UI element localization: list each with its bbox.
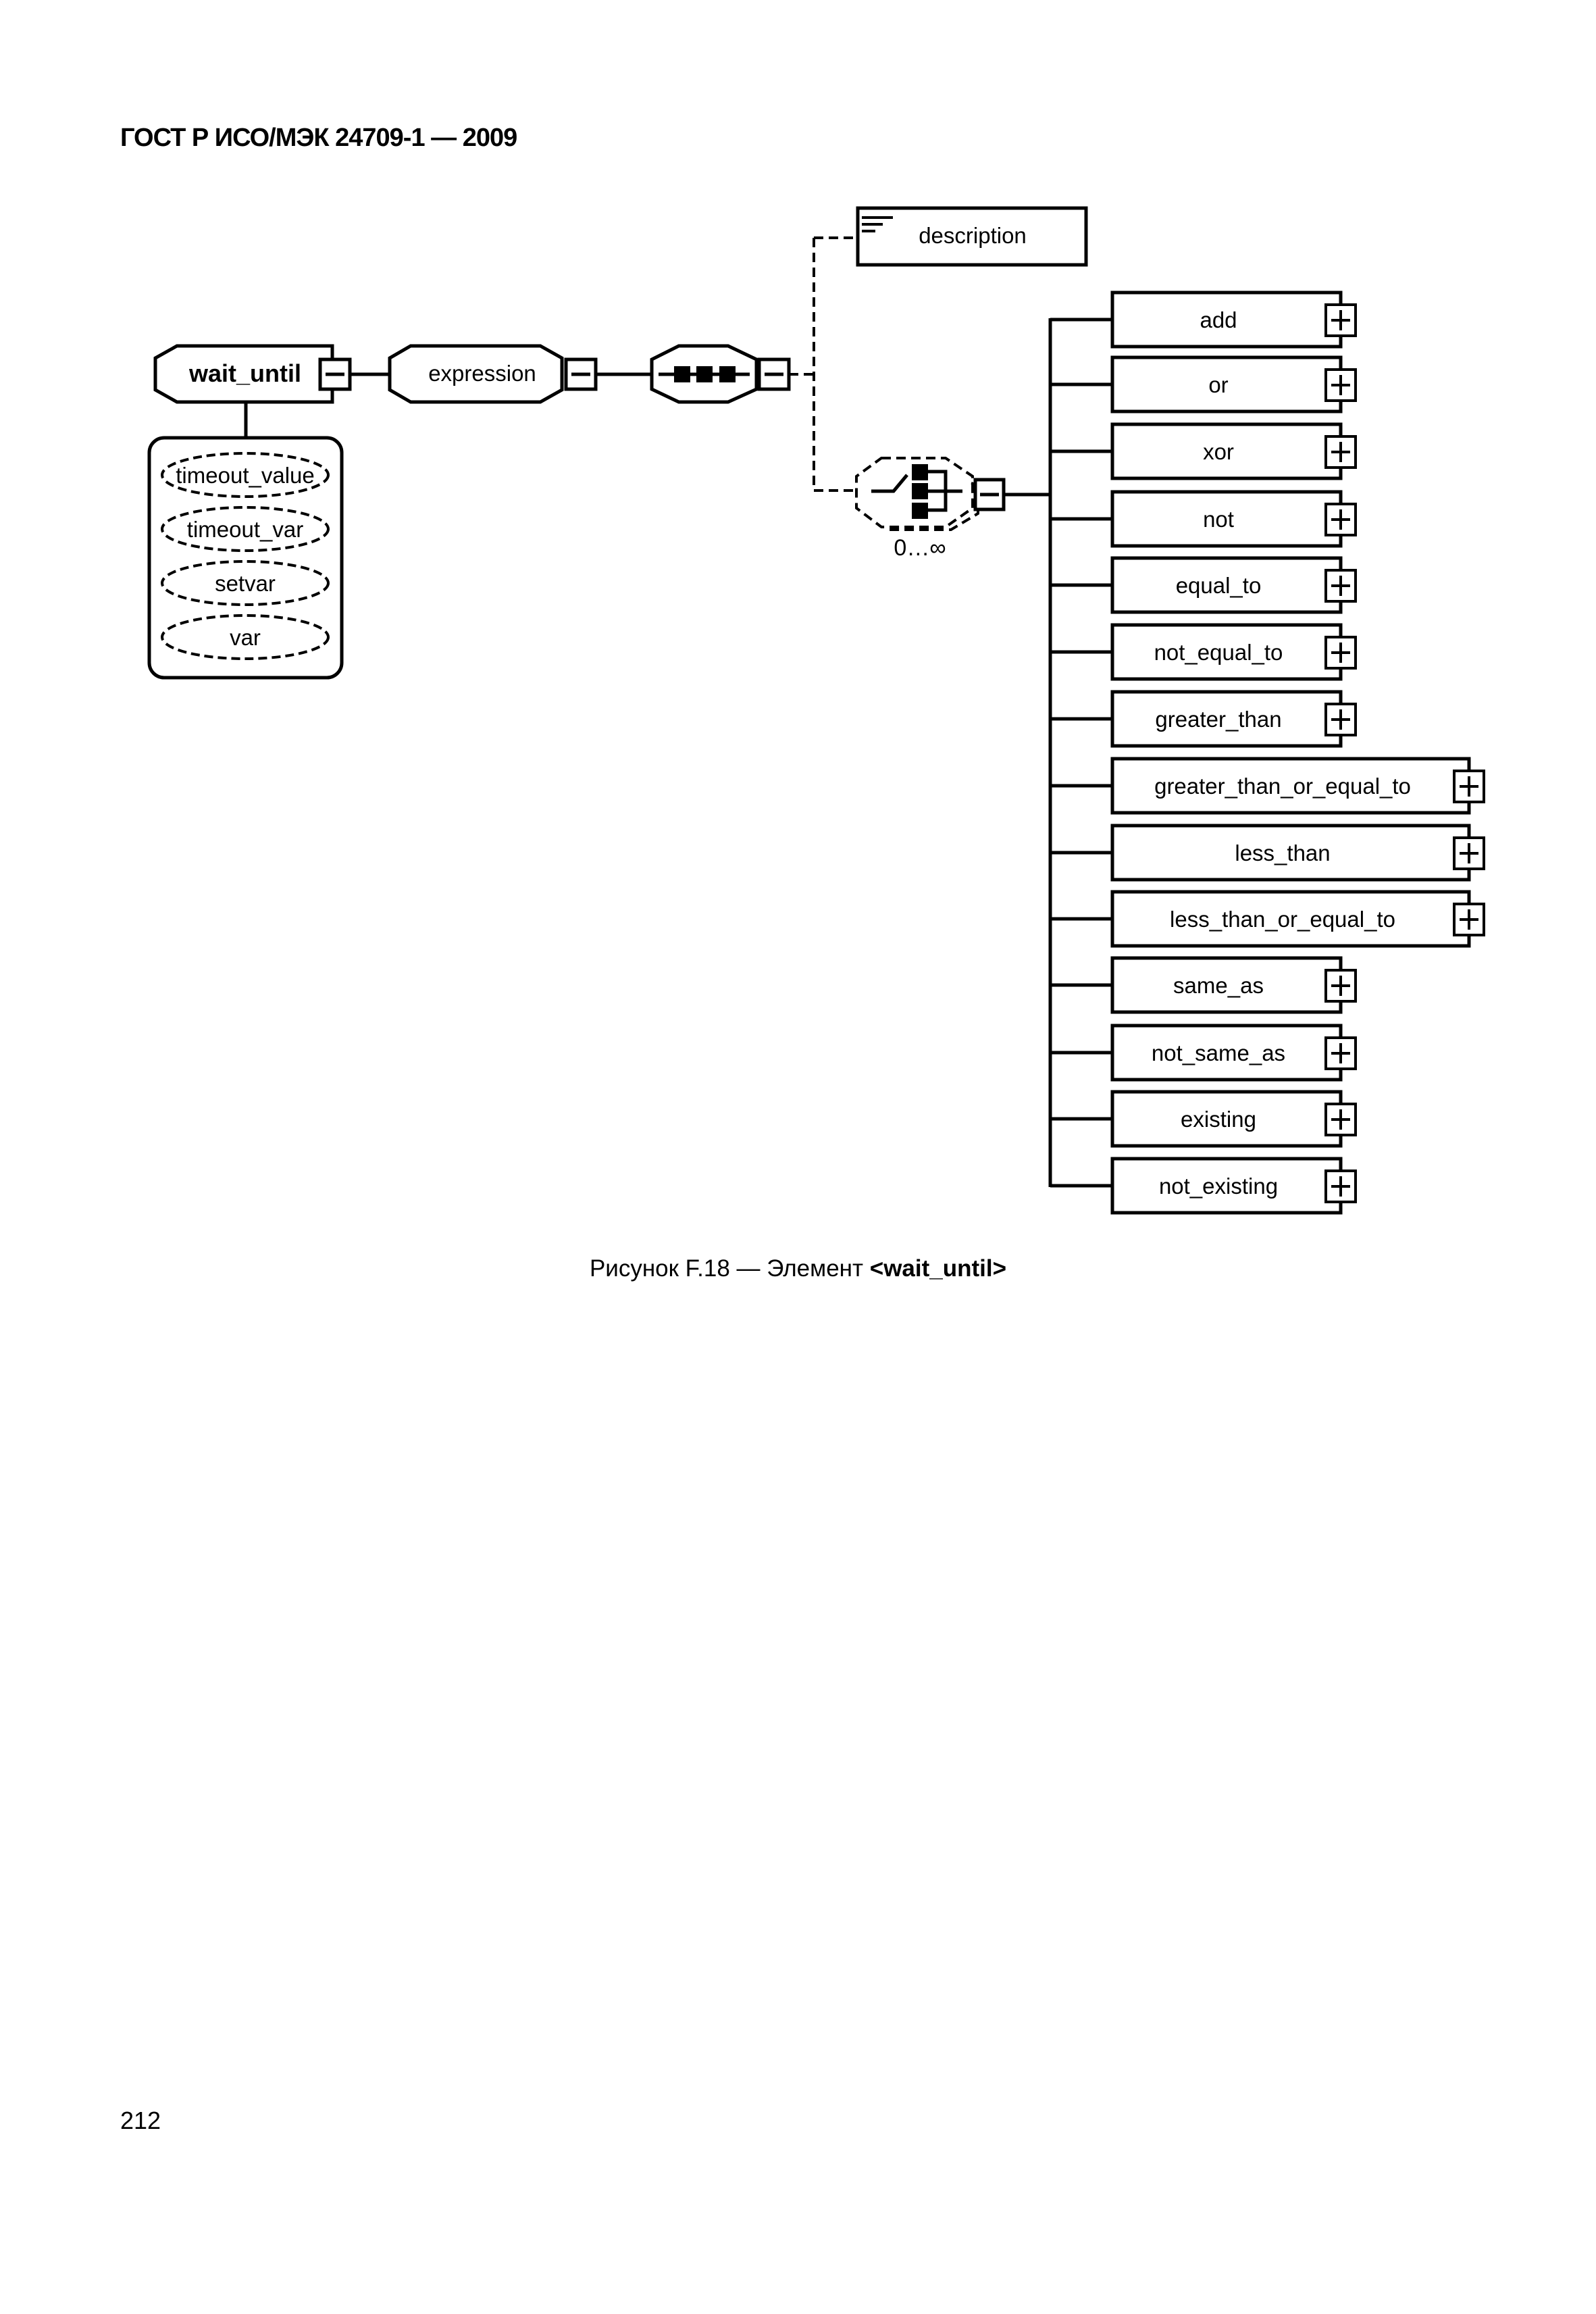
attribute-label: timeout_value: [176, 463, 314, 488]
element-box[interactable]: [1110, 1157, 1343, 1215]
caption-prefix: Рисунок F.18 — Элемент: [589, 1255, 870, 1282]
element-not[interactable]: not: [1050, 490, 1357, 548]
expand-plus-icon[interactable]: [1324, 1036, 1357, 1070]
attribute-timeout-var[interactable]: timeout_var: [161, 506, 330, 552]
attribute-setvar[interactable]: setvar: [161, 560, 330, 606]
element-label: not_same_as: [1152, 1040, 1285, 1065]
attribute-var[interactable]: var: [161, 614, 330, 660]
element-label: existing: [1181, 1107, 1256, 1132]
element-or[interactable]: or: [1050, 355, 1357, 413]
expand-plus-icon[interactable]: [1324, 435, 1357, 469]
sequence-icon: [674, 366, 736, 382]
element-not-existing[interactable]: not_existing: [1050, 1157, 1357, 1215]
document-header: ГОСТ Р ИСО/МЭК 24709-1 — 2009: [120, 124, 517, 152]
element-not-equal-to[interactable]: not_equal_to: [1050, 623, 1357, 681]
attributes-group: [147, 436, 344, 680]
wait-until-label: wait_until: [188, 359, 301, 387]
element-box[interactable]: [1110, 956, 1343, 1014]
element-label: add: [1200, 307, 1237, 332]
expression-element[interactable]: [388, 344, 564, 404]
element-label: equal_to: [1176, 573, 1262, 598]
element-same-as[interactable]: same_as: [1050, 956, 1357, 1014]
element-equal-to[interactable]: equal_to: [1050, 556, 1357, 614]
expand-plus-icon[interactable]: [1453, 903, 1485, 936]
element-label: not_equal_to: [1154, 640, 1283, 665]
expand-plus-icon[interactable]: [1324, 969, 1357, 1003]
wait-until-element[interactable]: [153, 344, 334, 404]
element-not-same-as[interactable]: not_same_as: [1050, 1024, 1357, 1082]
element-label: xor: [1203, 439, 1234, 464]
element-label: same_as: [1173, 973, 1264, 998]
expand-plus-icon[interactable]: [1324, 303, 1357, 337]
expand-plus-icon[interactable]: [1324, 569, 1357, 603]
attribute-timeout-value[interactable]: timeout_value: [161, 452, 330, 498]
element-label: or: [1208, 372, 1228, 397]
expand-plus-icon[interactable]: [1324, 1169, 1357, 1203]
element-greater-than[interactable]: greater_than: [1050, 690, 1357, 748]
expand-plus-icon[interactable]: [1453, 770, 1485, 803]
expression-collapse-toggle[interactable]: [564, 357, 598, 391]
page-number: 212: [120, 2107, 161, 2134]
expression-label: expression: [428, 361, 536, 386]
expand-plus-icon[interactable]: [1453, 836, 1485, 870]
element-label: not_existing: [1159, 1174, 1278, 1199]
element-greater-than-or-equal-to[interactable]: greater_than_or_equal_to: [1050, 757, 1485, 815]
element-box[interactable]: [1110, 490, 1343, 548]
element-label: greater_than_or_equal_to: [1154, 774, 1411, 799]
element-label: greater_than: [1155, 707, 1281, 732]
element-box[interactable]: [1110, 291, 1343, 349]
element-existing[interactable]: existing: [1050, 1090, 1357, 1148]
caption-element: <wait_until>: [869, 1255, 1007, 1282]
expand-plus-icon[interactable]: [1324, 503, 1357, 536]
attribute-label: var: [230, 625, 261, 650]
element-less-than-or-equal-to[interactable]: less_than_or_equal_to: [1050, 890, 1485, 948]
description-element[interactable]: [856, 206, 1088, 267]
element-box[interactable]: [1110, 1090, 1343, 1148]
element-label: less_than_or_equal_to: [1170, 907, 1395, 932]
choice-multiplicity: 0…∞: [894, 535, 946, 561]
documentation-icon: [862, 216, 893, 232]
element-add[interactable]: add: [1050, 291, 1357, 349]
expand-plus-icon[interactable]: [1324, 1103, 1357, 1136]
element-less-than[interactable]: less_than: [1050, 824, 1485, 882]
expand-plus-icon[interactable]: [1324, 368, 1357, 402]
description-label: description: [919, 223, 1027, 248]
attribute-label: timeout_var: [187, 517, 303, 542]
element-box[interactable]: [1110, 757, 1471, 815]
attribute-label: setvar: [215, 571, 276, 596]
choice-icon: [871, 464, 962, 519]
figure-caption: Рисунок F.18 — Элемент <wait_until>: [0, 1255, 1596, 1282]
expand-plus-icon[interactable]: [1324, 636, 1357, 670]
expand-plus-icon[interactable]: [1324, 703, 1357, 736]
element-xor[interactable]: xor: [1050, 422, 1357, 480]
element-label: not: [1203, 507, 1234, 532]
element-label: less_than: [1235, 840, 1330, 865]
element-box[interactable]: [1110, 355, 1343, 413]
element-box[interactable]: [1110, 556, 1343, 614]
element-box[interactable]: [1110, 1024, 1343, 1082]
